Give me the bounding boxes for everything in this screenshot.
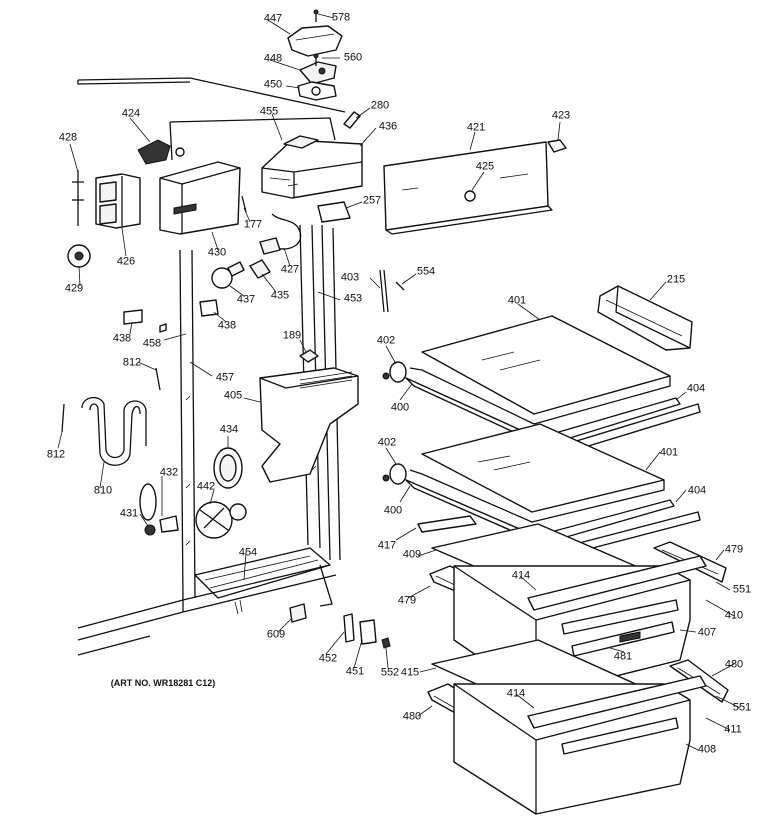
part-554 xyxy=(395,281,405,291)
part-451 xyxy=(359,619,377,645)
callout-609: 609 xyxy=(266,628,286,641)
part-435 xyxy=(249,259,271,279)
callout-431: 431 xyxy=(119,507,139,520)
callout-427: 427 xyxy=(280,263,300,276)
callout-429: 429 xyxy=(64,282,84,295)
control-housing xyxy=(261,135,363,199)
callout-560: 560 xyxy=(343,51,363,64)
callout-453: 453 xyxy=(343,292,363,305)
light-bulb xyxy=(211,261,245,289)
callout-280: 280 xyxy=(370,99,390,112)
part-552 xyxy=(381,637,391,649)
callout-578: 578 xyxy=(331,11,351,24)
callout-438-right: 438 xyxy=(217,319,237,332)
callout-552: 552 xyxy=(380,666,400,679)
callout-425: 425 xyxy=(475,160,495,173)
callout-414-upper: 414 xyxy=(511,569,531,582)
callout-480-left: 480 xyxy=(402,710,422,723)
callout-428: 428 xyxy=(58,131,78,144)
callout-432: 432 xyxy=(159,466,179,479)
part-257 xyxy=(317,201,351,223)
callout-812-lower: 812 xyxy=(46,448,66,461)
callout-414-lower: 414 xyxy=(506,687,526,700)
part-403 xyxy=(379,269,389,313)
callout-189: 189 xyxy=(282,329,302,342)
callout-410: 410 xyxy=(724,609,744,622)
evaporator-fan-parts xyxy=(139,447,247,539)
fan-shroud xyxy=(259,367,359,483)
callout-400-upper: 400 xyxy=(390,401,410,414)
glass-shelf-lower xyxy=(382,423,701,557)
callout-423: 423 xyxy=(551,109,571,122)
callout-436: 436 xyxy=(378,120,398,133)
part-458 xyxy=(159,323,167,333)
callout-479-right: 479 xyxy=(724,543,744,556)
callout-455: 455 xyxy=(259,105,279,118)
callout-457: 457 xyxy=(215,371,235,384)
crisper-drawer-lower xyxy=(427,639,729,815)
callout-442: 442 xyxy=(196,480,216,493)
callout-421: 421 xyxy=(466,121,486,134)
glass-shelf-upper xyxy=(382,315,701,455)
callout-551-lower: 551 xyxy=(732,701,752,714)
callout-403: 403 xyxy=(340,271,360,284)
callout-400-lower: 400 xyxy=(383,504,403,517)
callout-451: 451 xyxy=(345,665,365,678)
control-panel xyxy=(383,139,567,235)
callout-257: 257 xyxy=(362,194,382,207)
part-452 xyxy=(343,613,355,643)
callout-408: 408 xyxy=(697,743,717,756)
callout-404-lower: 404 xyxy=(687,484,707,497)
callout-401-upper: 401 xyxy=(507,294,527,307)
callout-215: 215 xyxy=(666,273,686,286)
part-609 xyxy=(289,603,307,623)
callout-551-upper: 551 xyxy=(732,583,752,596)
callout-812-upper: 812 xyxy=(122,356,142,369)
callout-177: 177 xyxy=(243,218,263,231)
callout-411: 411 xyxy=(724,723,742,736)
shelf-bin xyxy=(597,285,693,351)
part-177 xyxy=(241,195,247,213)
callout-480-right: 480 xyxy=(724,658,744,671)
callout-402-lower: 402 xyxy=(377,436,397,449)
callout-481: 481 xyxy=(613,650,633,663)
callout-405: 405 xyxy=(223,389,243,402)
part-189 xyxy=(299,349,319,363)
callout-434: 434 xyxy=(219,423,239,436)
callout-435: 435 xyxy=(270,289,290,302)
callout-447: 447 xyxy=(263,12,283,25)
callout-424: 424 xyxy=(121,107,141,120)
callout-438-left: 438 xyxy=(112,332,132,345)
callout-426: 426 xyxy=(116,255,136,268)
part-438a xyxy=(123,309,143,325)
left-upper-components xyxy=(67,139,241,268)
callout-810: 810 xyxy=(93,484,113,497)
callout-554: 554 xyxy=(416,265,436,278)
part-438b xyxy=(199,299,219,317)
light-cover-assembly xyxy=(287,9,343,101)
part-280 xyxy=(343,111,361,129)
callout-401-lower: 401 xyxy=(659,446,679,459)
callout-404-upper: 404 xyxy=(686,382,706,395)
callout-402-upper: 402 xyxy=(376,334,396,347)
heater xyxy=(61,367,161,466)
callout-448: 448 xyxy=(263,52,283,65)
callout-450: 450 xyxy=(263,78,283,91)
art-number: (ART NO. WR18281 C12) xyxy=(110,678,216,688)
leader-lines xyxy=(57,13,741,751)
callout-437: 437 xyxy=(236,293,256,306)
callout-479-left: 479 xyxy=(397,594,417,607)
cabinet-shell xyxy=(77,77,346,656)
callout-452: 452 xyxy=(318,652,338,665)
callout-407: 407 xyxy=(697,626,717,639)
callout-409: 409 xyxy=(402,548,422,561)
callout-417: 417 xyxy=(377,539,397,552)
wiring-harness xyxy=(259,213,302,255)
callout-415: 415 xyxy=(400,666,420,679)
callout-430: 430 xyxy=(207,246,227,259)
callout-454: 454 xyxy=(238,546,258,559)
callout-458: 458 xyxy=(142,337,162,350)
